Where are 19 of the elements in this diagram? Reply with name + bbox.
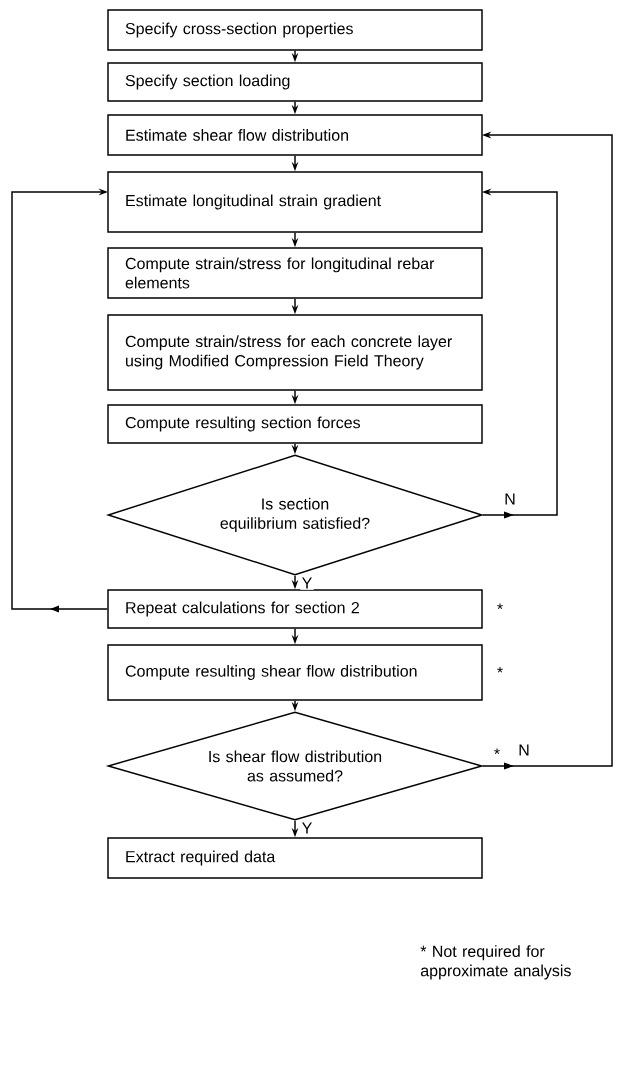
footnote: * Not required for approximate analysis (420, 945, 571, 980)
process-box: Compute strain/stress for each concrete layer using Modified Compression Field Theory (107, 314, 483, 391)
process-box: Estimate longitudinal strain gradient (107, 171, 483, 233)
arrow (11, 188, 108, 610)
footnote-mark: * (494, 748, 500, 755)
process-box: Estimate shear flow distribution (107, 114, 483, 156)
footnote-mark: * (497, 603, 503, 610)
process-box: Extract required data (107, 837, 483, 879)
edge-label: Y (300, 821, 314, 835)
edge-label: N (516, 743, 532, 757)
process-box: Specify cross-section properties (107, 9, 483, 51)
process-box: Compute resulting shear flow distribution (107, 644, 483, 701)
process-box: Compute strain/stress for longitudinal rebar elements (107, 247, 483, 299)
edge-label: N (502, 492, 518, 506)
process-box: Repeat calculations for section 2 (107, 589, 483, 629)
footnote-mark: * (497, 667, 503, 673)
process-box: Specify section loading (107, 62, 483, 102)
edge-label: Y (300, 576, 314, 590)
process-box: Compute resulting section forces (107, 404, 483, 444)
